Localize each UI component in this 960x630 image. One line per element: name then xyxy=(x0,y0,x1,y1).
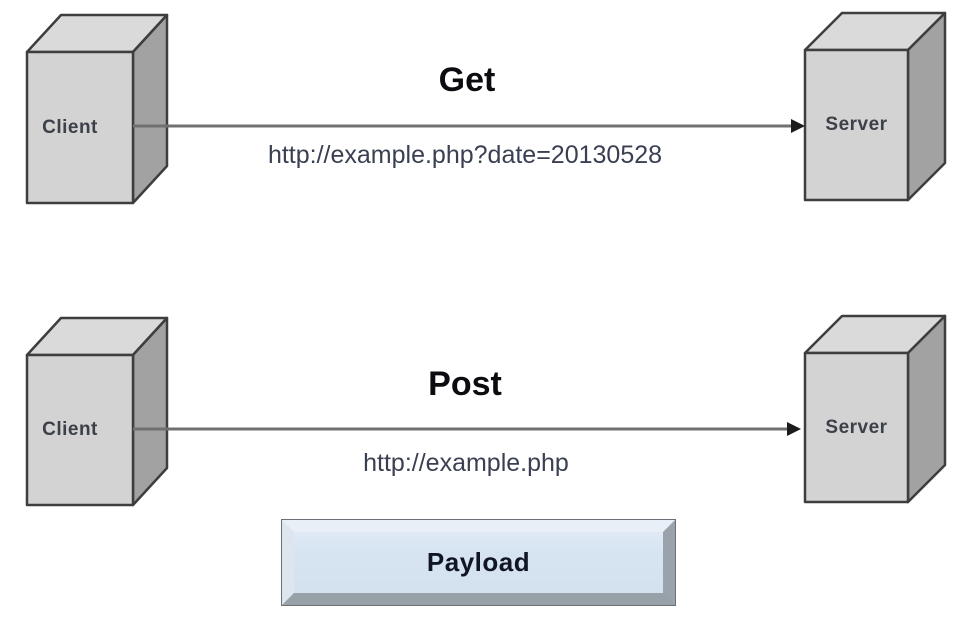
post-arrow xyxy=(133,422,801,436)
cuboid-front-face xyxy=(25,353,135,507)
get-flow-title: Get xyxy=(438,60,496,99)
client-node-get xyxy=(25,13,169,205)
get-arrow xyxy=(133,119,805,133)
server-node-get xyxy=(803,11,947,202)
server-node-label: Server xyxy=(825,114,888,135)
client-node-label: Client xyxy=(42,419,98,440)
payload-box: Payload xyxy=(282,520,675,605)
server-node-post xyxy=(803,314,947,504)
get-request-url: http://example.php?date=20130528 xyxy=(267,140,663,169)
server-node-label: Server xyxy=(825,416,888,438)
client-node-post xyxy=(25,316,169,507)
client-node-label: Client xyxy=(42,116,98,138)
arrow-head-icon xyxy=(787,422,801,436)
post-request-url: http://example.php xyxy=(363,448,569,477)
cuboid-front-face xyxy=(803,48,910,202)
arrow-head-icon xyxy=(791,119,805,133)
payload-label: Payload xyxy=(426,547,531,577)
cuboid-front-face xyxy=(803,351,910,504)
cuboid-front-face xyxy=(25,50,135,205)
post-flow-title: Post xyxy=(428,364,502,403)
